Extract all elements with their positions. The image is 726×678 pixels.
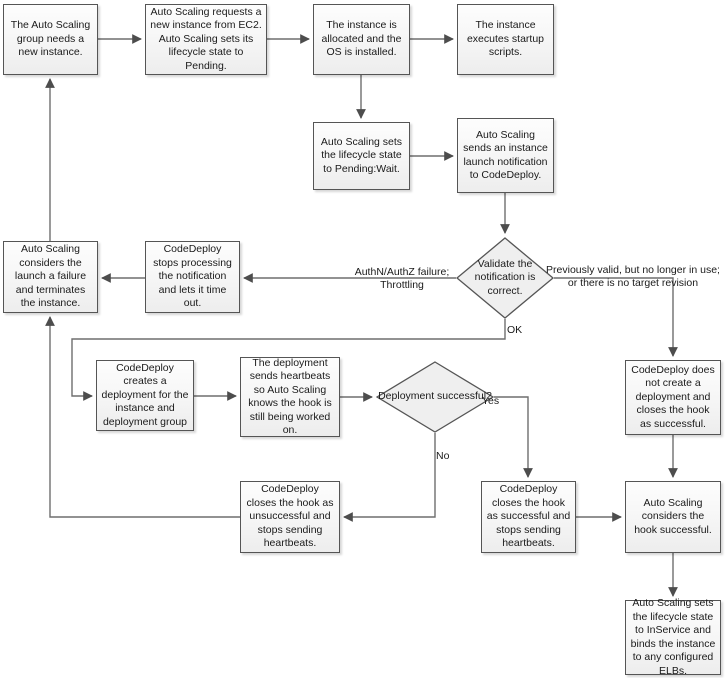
node-validate-notification[interactable]: Validate the notification is correct. xyxy=(456,237,554,319)
edge-label-text: Previously valid, but no longer in use; … xyxy=(546,263,720,290)
node-instance-startup-scripts[interactable]: The instance executes startup scripts. xyxy=(457,4,554,75)
edge-label-text: OK xyxy=(507,323,523,336)
node-asg-needs-instance[interactable]: The Auto Scaling group needs a new insta… xyxy=(3,4,98,75)
node-label: Auto Scaling considers the hook successf… xyxy=(634,496,712,536)
node-asg-hook-successful[interactable]: Auto Scaling considers the hook successf… xyxy=(625,481,721,553)
node-instance-allocated[interactable]: The instance is allocated and the OS is … xyxy=(313,4,410,75)
node-label: Auto Scaling sets the lifecycle state to… xyxy=(320,135,403,175)
node-label: Deployment successful? xyxy=(378,390,492,403)
node-label: CodeDeploy closes the hook as unsuccessf… xyxy=(246,483,334,550)
edge-label-auth-failure: AuthN/AuthZ failure; Throttling xyxy=(352,252,452,293)
node-hook-unsuccessful[interactable]: CodeDeploy closes the hook as unsuccessf… xyxy=(240,481,340,553)
node-deployment-heartbeats[interactable]: The deployment sends heartbeats so Auto … xyxy=(240,357,340,437)
node-deployment-successful[interactable]: Deployment successful? xyxy=(376,361,494,433)
edge-label-text: Yes xyxy=(482,394,500,407)
node-codedeploy-creates-deployment[interactable]: CodeDeploy creates a deployment for the … xyxy=(96,360,194,431)
edge-deployment-yes-n15 xyxy=(494,396,533,478)
node-label: CodeDeploy creates a deployment for the … xyxy=(101,361,189,428)
node-label: The Auto Scaling group needs a new insta… xyxy=(10,19,91,59)
node-label: CodeDeploy does not create a deployment … xyxy=(631,363,715,430)
edge-label-previously-valid: Previously valid, but no longer in use; … xyxy=(542,250,724,291)
edge-label-yes: Yes xyxy=(482,381,506,408)
node-label: The instance executes startup scripts. xyxy=(466,19,545,59)
edge-label-ok: OK xyxy=(507,310,529,337)
node-label: CodeDeploy closes the hook as successful… xyxy=(486,483,571,550)
node-label: Auto Scaling sets the lifecycle state to… xyxy=(630,597,716,677)
node-lifecycle-pending-wait[interactable]: Auto Scaling sets the lifecycle state to… xyxy=(313,122,410,190)
node-lifecycle-inservice[interactable]: Auto Scaling sets the lifecycle state to… xyxy=(625,597,721,677)
edge-label-no: No xyxy=(436,436,456,463)
node-label: The instance is allocated and the OS is … xyxy=(321,19,402,59)
edge-deployment-no-n14 xyxy=(343,433,436,522)
node-label: CodeDeploy stops processing the notifica… xyxy=(153,243,232,310)
node-asg-launch-failure[interactable]: Auto Scaling considers the launch a fail… xyxy=(3,241,98,313)
edge-label-text: No xyxy=(436,449,450,462)
node-label: Auto Scaling requests a new instance fro… xyxy=(150,5,262,72)
node-hook-successful-stops-heartbeats[interactable]: CodeDeploy closes the hook as successful… xyxy=(481,481,576,553)
node-label: Auto Scaling sends an instance launch no… xyxy=(463,128,548,182)
edge-label-text: AuthN/AuthZ failure; Throttling xyxy=(354,265,450,292)
node-label: Auto Scaling considers the launch a fail… xyxy=(14,243,87,310)
diamond-shape xyxy=(456,237,554,319)
node-codedeploy-no-deployment[interactable]: CodeDeploy does not create a deployment … xyxy=(625,360,721,435)
node-label: Validate the notification is correct. xyxy=(474,257,536,297)
node-codedeploy-stops-processing[interactable]: CodeDeploy stops processing the notifica… xyxy=(145,241,240,313)
node-asg-requests-instance[interactable]: Auto Scaling requests a new instance fro… xyxy=(145,4,267,75)
node-asg-sends-notification[interactable]: Auto Scaling sends an instance launch no… xyxy=(457,118,554,193)
node-label: The deployment sends heartbeats so Auto … xyxy=(248,356,332,437)
